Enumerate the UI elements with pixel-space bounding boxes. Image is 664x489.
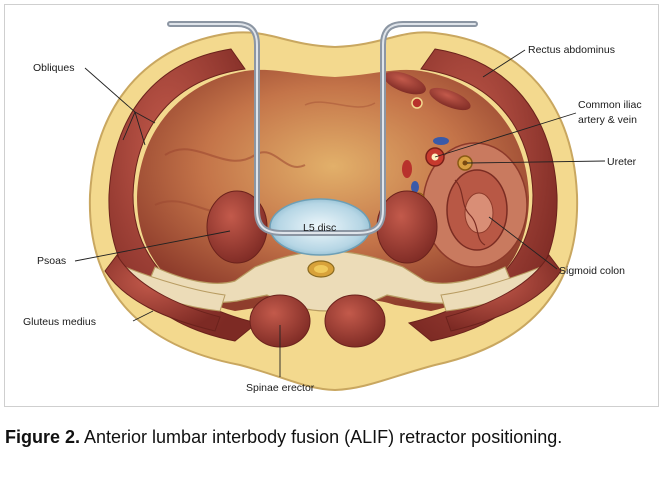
obliques-muscle bbox=[108, 48, 259, 342]
gluteus-medius-muscle bbox=[104, 254, 221, 332]
label-psoas: Psoas bbox=[37, 255, 66, 267]
anatomy-illustration: Obliques Rectus abdominus Common iliac a… bbox=[23, 21, 642, 394]
caption-text: Anterior lumbar interbody fusion (ALIF) … bbox=[80, 427, 563, 447]
label-gluteus-medius: Gluteus medius bbox=[23, 316, 96, 328]
label-rectus-abdominus: Rectus abdominus bbox=[528, 44, 615, 56]
caption-label: Figure 2. bbox=[5, 427, 81, 447]
figure-caption: Figure 2. Anterior lumbar interbody fusi… bbox=[5, 426, 655, 449]
label-common-iliac-line2: artery & vein bbox=[578, 114, 637, 126]
label-obliques: Obliques bbox=[33, 62, 74, 74]
label-l5-disc: L5 disc bbox=[303, 222, 336, 234]
l5-disc bbox=[269, 198, 371, 256]
obliques-muscle-right bbox=[407, 48, 558, 342]
leader-lines bbox=[74, 49, 606, 377]
figure-frame: Obliques Rectus abdominus Common iliac a… bbox=[4, 4, 659, 407]
rectus-abdominus-muscle bbox=[384, 71, 426, 95]
label-spinae-erector: Spinae erector bbox=[246, 382, 315, 394]
label-common-iliac-line1: Common iliac bbox=[578, 99, 642, 111]
label-ureter: Ureter bbox=[607, 156, 637, 168]
label-sigmoid-colon: Sigmoid colon bbox=[559, 265, 625, 277]
spinae-erector-muscle-right bbox=[324, 294, 386, 348]
